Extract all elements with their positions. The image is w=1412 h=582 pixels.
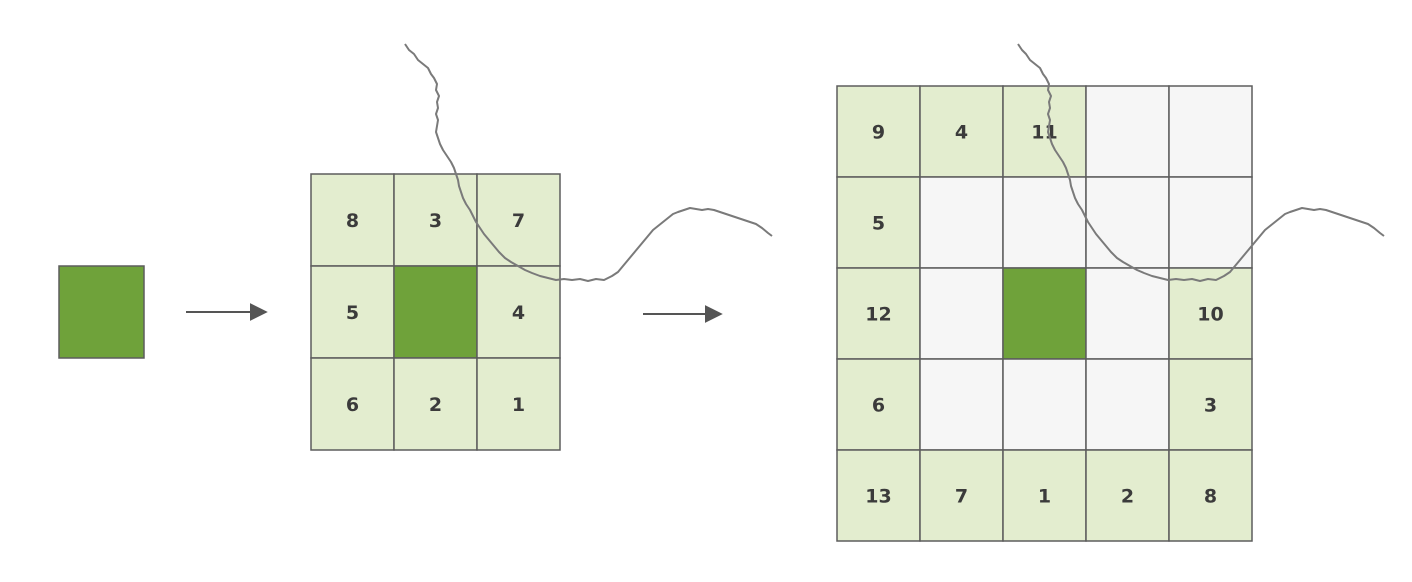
cell-label: 5 <box>872 213 885 235</box>
cell-label: 2 <box>1121 486 1134 508</box>
grid-cell-ring <box>836 358 921 451</box>
grid-cell-center <box>58 265 145 359</box>
cell-label: 7 <box>955 486 968 508</box>
grid-cell-ring <box>836 267 921 360</box>
cell-label: 2 <box>429 394 442 416</box>
grid-cell-ring <box>310 357 395 451</box>
cell-label: 12 <box>865 304 891 326</box>
grid-cell-empty <box>1168 176 1253 269</box>
cell-label: 13 <box>865 486 891 508</box>
grid-cell-empty <box>919 267 1004 360</box>
cell-label: 7 <box>512 210 525 232</box>
grid-cell-empty <box>1085 358 1170 451</box>
cell-label: 3 <box>1204 395 1217 417</box>
grid-cell-ring <box>1168 267 1253 360</box>
grid-cell-ring <box>1002 449 1087 542</box>
river-line-small <box>404 43 773 282</box>
grid-cell-ring <box>393 173 478 267</box>
grid-cell-center <box>393 265 478 359</box>
grid-cell-ring <box>1002 85 1087 178</box>
grid-cell-ring <box>836 449 921 542</box>
grid-cell-empty <box>1085 176 1170 269</box>
grid-cell-empty <box>1085 85 1170 178</box>
grid-cell-empty <box>919 358 1004 451</box>
cell-label: 3 <box>429 210 442 232</box>
grid-cell-ring <box>1168 449 1253 542</box>
river-line-large <box>1017 43 1385 282</box>
cell-label: 8 <box>1204 486 1217 508</box>
grid-cell-ring <box>476 265 561 359</box>
cell-label: 5 <box>346 302 359 324</box>
cell-label: 10 <box>1197 304 1223 326</box>
grid-cell-ring <box>1168 358 1253 451</box>
cell-label: 6 <box>872 395 885 417</box>
grid-cell-empty <box>1085 267 1170 360</box>
cell-label: 6 <box>346 394 359 416</box>
cell-label: 1 <box>1038 486 1051 508</box>
grid-cell-empty <box>1002 358 1087 451</box>
cell-label: 11 <box>1031 122 1057 144</box>
grid-cell-center <box>1002 267 1087 360</box>
grid-cell-ring <box>476 357 561 451</box>
cell-label: 4 <box>512 302 525 324</box>
cell-label: 4 <box>955 122 968 144</box>
grid-cell-empty <box>919 176 1004 269</box>
grid-cell-empty <box>1168 85 1253 178</box>
cell-label: 1 <box>512 394 525 416</box>
cell-label: 8 <box>346 210 359 232</box>
grid-single <box>58 265 145 359</box>
cell-label: 9 <box>872 122 885 144</box>
grid-cell-ring <box>836 176 921 269</box>
grid-cell-ring <box>1085 449 1170 542</box>
grid-3x3: 8 3 7 5 4 6 2 1 <box>310 173 561 451</box>
